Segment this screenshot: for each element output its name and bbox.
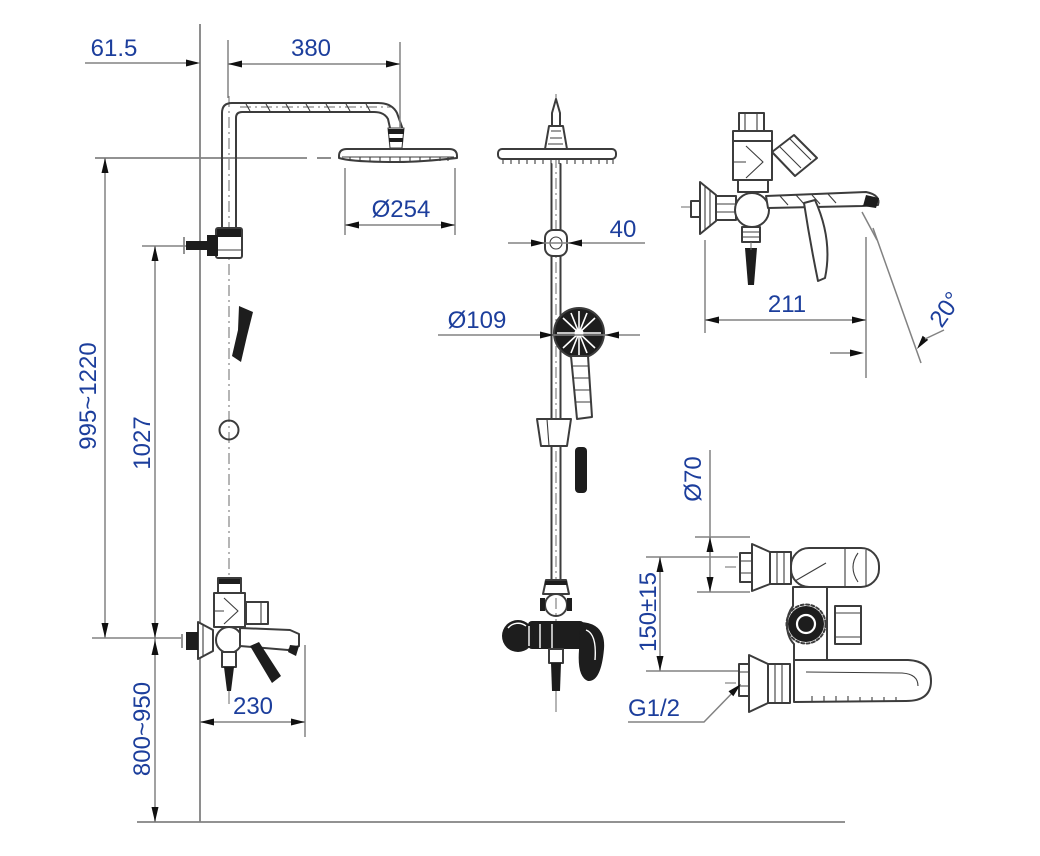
dim-arm-reach: 380: [291, 35, 331, 62]
bath-mixer-side-view: [725, 543, 932, 713]
diverter-knob: [771, 134, 818, 177]
dim-escutcheon-diameter: Ø70: [680, 456, 707, 501]
lever: [803, 199, 829, 282]
diverter-knob-front: [788, 606, 824, 642]
top-escutcheon: [751, 543, 771, 592]
mixer-front: [528, 621, 584, 649]
lever-front: [578, 622, 605, 682]
valve-body: [734, 192, 770, 228]
tub-spout: [793, 659, 932, 703]
diverter-knob-side: [245, 601, 269, 625]
dim-install-height-range: 800~950: [129, 682, 156, 776]
bottom-inlet-stub: [738, 663, 750, 697]
dim-handshower-diameter: Ø109: [448, 307, 507, 334]
inlet-stub: [690, 200, 701, 218]
rain-head-front: [497, 148, 617, 160]
mixer-body-side: [213, 592, 246, 628]
escutcheon-side: [197, 621, 214, 660]
shower-column-side-view: [181, 96, 458, 708]
handshower-handle: [570, 355, 593, 420]
shower-column-front-view: [497, 94, 617, 712]
handshower-side: [232, 306, 253, 362]
mixer-side-view: [681, 112, 880, 285]
top-port: [738, 112, 765, 132]
dim-mixer-depth: 211: [768, 291, 806, 318]
lever-side: [250, 642, 281, 683]
dim-bracket-offset: 40: [610, 216, 637, 243]
dim-head-diameter: Ø254: [372, 196, 431, 223]
dim-spout-angle: 20°: [924, 287, 967, 332]
dim-height-range: 995~1220: [75, 342, 102, 449]
dim-wall-offset: 61.5: [91, 35, 138, 62]
right-port: [834, 605, 862, 645]
escutcheon: [699, 181, 717, 235]
hose: [575, 447, 587, 493]
dim-thread-size: G1/2: [628, 695, 680, 722]
diverter-body: [732, 140, 773, 181]
dim-inlet-spacing: 150±15: [635, 572, 662, 652]
bottom-escutcheon: [748, 654, 769, 713]
slider-ring: [218, 419, 240, 441]
dim-column-height: 1027: [129, 416, 156, 469]
top-inlet-stub: [739, 552, 753, 583]
dim-spout-reach: 230: [233, 693, 273, 720]
rain-head: [338, 148, 458, 163]
temperature-handle: [790, 547, 880, 588]
reference-lines: [95, 24, 845, 823]
handshower-holder: [536, 418, 572, 447]
